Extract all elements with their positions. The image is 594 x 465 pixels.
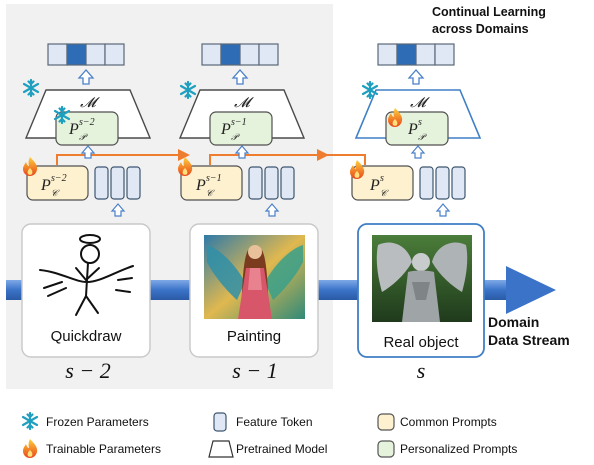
personal-prompt-base: P: [407, 121, 418, 138]
pretrained-model-swatch: [208, 440, 234, 458]
up-arrow: [234, 145, 250, 159]
feature-token-swatch: [213, 412, 227, 432]
common-prompt-base: P: [195, 177, 206, 194]
flame-icon: [23, 439, 38, 458]
output-token-bar: [47, 43, 125, 66]
domain-step: s: [417, 358, 426, 383]
common-prompt-base: P: [40, 177, 51, 194]
model-symbol: 𝓜: [410, 96, 430, 111]
output-arrow: [231, 69, 249, 85]
personal-prompt-sub: 𝒫: [79, 132, 88, 142]
flow-arrowhead-2: [317, 149, 329, 161]
common-prompt: [26, 165, 89, 201]
header-line1: Continual Learning: [432, 5, 546, 19]
common-prompt-sup: s: [380, 173, 384, 184]
domain-label: Painting: [227, 328, 281, 345]
header-line2: across Domains: [432, 22, 529, 36]
domain-column-2: 𝓜 P s−1 𝒫 P s−1 𝒞 Painting s − 1: [178, 43, 319, 383]
legend: Frozen Parameters Trainable Parameters F…: [21, 411, 517, 458]
up-arrow: [264, 203, 280, 217]
domain-column-3: 𝓜 P s 𝒫 P s 𝒞 Real object s: [350, 43, 485, 383]
stream-label-line2: Data Stream: [488, 332, 570, 348]
common-prompt-sup: s−2: [51, 173, 67, 184]
legend-pretrained-model: Pretrained Model: [236, 442, 327, 456]
model-symbol: 𝓜: [80, 96, 100, 111]
common-prompt-sub: 𝒞: [380, 188, 389, 198]
personal-prompt-sub: 𝒫: [231, 132, 240, 142]
flow-arrowhead-1: [178, 149, 190, 161]
legend-trainable: Trainable Parameters: [46, 442, 161, 456]
legend-common-prompts: Common Prompts: [400, 415, 497, 429]
model-symbol: 𝓜: [234, 96, 254, 111]
common-prompt-sup: s−1: [206, 173, 222, 184]
personal-prompt-swatch: [377, 440, 395, 458]
legend-feature-token: Feature Token: [236, 415, 313, 429]
personalized-prompt: [55, 111, 119, 146]
feature-tokens: [94, 166, 141, 200]
personal-prompt-sup: s: [418, 117, 422, 128]
domain-label: Quickdraw: [51, 328, 122, 345]
domain-label: Real object: [383, 334, 459, 351]
personal-prompt-base: P: [220, 121, 231, 138]
output-arrow: [407, 69, 425, 85]
personal-prompt-sup: s−2: [79, 117, 95, 128]
common-prompt-flow: [56, 154, 366, 165]
common-prompt: [180, 165, 243, 201]
common-prompt-base: P: [369, 177, 380, 194]
common-prompt-sub: 𝒞: [206, 188, 215, 198]
feature-tokens: [419, 166, 466, 200]
personalized-prompt: [209, 111, 273, 146]
domain-step: s − 2: [65, 358, 110, 383]
up-arrow: [80, 145, 96, 159]
feature-tokens: [248, 166, 295, 200]
up-arrow: [435, 203, 451, 217]
common-prompt: [351, 165, 414, 201]
legend-personalized-prompts: Personalized Prompts: [400, 442, 517, 456]
output-token-bar: [201, 43, 279, 66]
up-arrow: [110, 203, 126, 217]
real-object-image: [372, 235, 472, 322]
output-arrow: [77, 69, 95, 85]
domain-column-1: 𝓜 P s−2 𝒫 P s−2 𝒞: [21, 43, 152, 383]
painting-image: [204, 235, 305, 319]
common-prompt-swatch: [377, 413, 395, 431]
legend-frozen: Frozen Parameters: [46, 415, 149, 429]
domain-step: s − 1: [232, 358, 277, 383]
personal-prompt-sub: 𝒫: [418, 132, 427, 142]
stream-label-line1: Domain: [488, 314, 539, 330]
up-arrow: [410, 145, 426, 159]
flame-icon: [350, 160, 365, 179]
personal-prompt-base: P: [68, 121, 79, 138]
personal-prompt-sup: s−1: [231, 117, 247, 128]
output-token-bar: [377, 43, 455, 66]
common-prompt-sub: 𝒞: [51, 188, 60, 198]
quickdraw-sketch: [39, 234, 134, 316]
snowflake-icon: [21, 411, 39, 431]
